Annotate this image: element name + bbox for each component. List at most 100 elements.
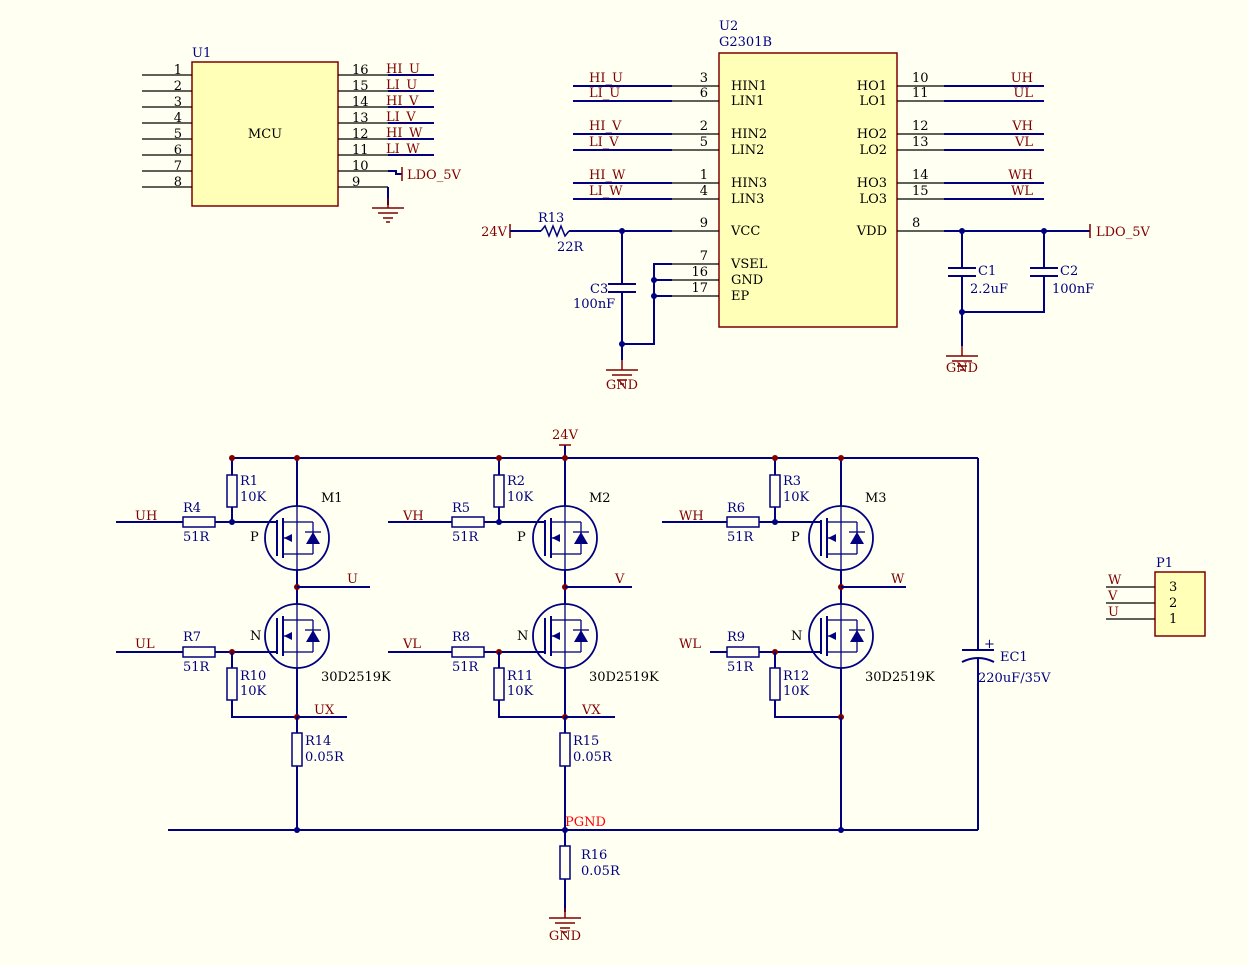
ground-icon: [606, 360, 638, 385]
u1-ldo-label: LDO_5V: [407, 168, 461, 183]
phase-lo-input-label: VL: [402, 637, 421, 652]
c3-ref: C3: [590, 282, 608, 297]
ec1-ref: EC1: [1000, 650, 1028, 665]
rpd-ref: R11: [507, 669, 533, 684]
u2-net-label: WH: [1008, 168, 1033, 183]
rg-lo-resistor: [182, 646, 216, 658]
rg-hi-value: 51R: [727, 530, 755, 545]
c1-value: 2.2uF: [970, 282, 1008, 297]
mosfet-arrow: [552, 534, 560, 542]
resistor-body: [769, 474, 781, 508]
rg-lo-value: 51R: [727, 660, 755, 675]
mosfet-arrow: [552, 632, 560, 640]
r16-resistor: [559, 845, 571, 880]
rg-lo-ref: R9: [727, 630, 745, 645]
u2-ldo-label: LDO_5V: [1096, 225, 1150, 240]
bridge-24v-label: 24V: [552, 428, 579, 443]
u2-pin-name: LIN2: [731, 143, 764, 158]
u2-pin-name: LIN3: [731, 192, 764, 207]
rg-hi-ref: R5: [452, 501, 470, 516]
p1-ref: P1: [1156, 556, 1173, 571]
u1-pin-number-left: 8: [174, 175, 182, 190]
u1-net-label: LI_W: [386, 142, 420, 157]
wire: [962, 276, 1045, 313]
u2-pin-name: VCC: [730, 224, 760, 239]
rpd-value: 10K: [783, 684, 810, 699]
rg-lo-ref: R8: [452, 630, 470, 645]
u2-designator: U2: [719, 19, 738, 34]
resistor-body: [726, 646, 760, 658]
u2-24v-label: 24V: [481, 225, 508, 240]
diode-icon: [306, 630, 320, 642]
rpd-ref: R10: [240, 669, 266, 684]
resistor-body: [493, 667, 505, 701]
u1-pin-number-right: 9: [352, 175, 360, 190]
u2-pin-name: LO2: [859, 143, 887, 158]
u2-pin-number: 16: [691, 265, 708, 280]
rg-lo-value: 51R: [452, 660, 480, 675]
mos-n-tag: N: [517, 629, 528, 644]
p1-pin-number: 2: [1169, 596, 1177, 611]
mosfet-p-icon: [808, 505, 874, 571]
rpd-value: 10K: [507, 684, 534, 699]
mos-n-tag: N: [250, 629, 261, 644]
mosfet-n-icon: [808, 603, 874, 669]
rg-lo-resistor: [451, 646, 485, 658]
mos-ref: M3: [865, 491, 887, 506]
diode-icon: [850, 532, 864, 544]
junction-dot: [562, 455, 568, 461]
mos-p-tag: P: [517, 530, 526, 545]
u2-pin-name: VDD: [856, 224, 887, 239]
u2-net-label: VL: [1014, 135, 1033, 150]
mosfet-arrow: [828, 534, 836, 542]
u1-pin-number-right: 13: [352, 111, 369, 126]
rg-hi-value: 51R: [452, 530, 480, 545]
u2-pin-number: 5: [700, 135, 708, 150]
gnd-label: GND: [946, 361, 978, 376]
r16-value: 0.05R: [581, 864, 621, 879]
u2-pin-name: LO3: [859, 192, 887, 207]
u2-net-label: UL: [1013, 86, 1033, 101]
u2-pin-name: HO3: [857, 176, 887, 191]
phase-out-label: U: [347, 572, 358, 587]
rg-lo-value: 51R: [183, 660, 211, 675]
u1-pin-number-left: 7: [174, 159, 182, 174]
mos-part: 30D2519K: [589, 670, 659, 685]
junction-dot: [294, 827, 300, 833]
rg-hi-ref: R6: [727, 501, 745, 516]
wire: [498, 700, 565, 718]
phase-sense-label: UX: [314, 703, 335, 718]
u2-net-label: LI_V: [589, 135, 619, 150]
u1-net-label: LI_U: [386, 78, 417, 93]
u2-net-label: HI_W: [589, 168, 626, 183]
rpu-resistor: [769, 474, 781, 508]
rg-hi-resistor: [182, 516, 216, 528]
phase-hi-input-label: VH: [402, 509, 424, 524]
rpu-value: 10K: [507, 490, 534, 505]
p1-body: [1154, 571, 1206, 637]
u2-pin-number: 14: [912, 168, 929, 183]
rg-hi-resistor: [726, 516, 760, 528]
u2-pin-number: 8: [912, 216, 920, 231]
rg-hi-value: 51R: [183, 530, 211, 545]
ldo-wire: [388, 170, 402, 175]
mos-part: 30D2519K: [865, 670, 935, 685]
u1-pin-number-right: 15: [352, 79, 369, 94]
vsel-wire: [622, 263, 672, 345]
u1-name: MCU: [248, 127, 282, 142]
r15-ref: R15: [573, 734, 599, 749]
p1-pin-number: 1: [1169, 612, 1177, 627]
resistor-body: [769, 667, 781, 701]
u1-pin-number-left: 6: [174, 143, 182, 158]
mosfet-p-icon: [532, 505, 598, 571]
mosfet-n-icon: [264, 603, 330, 669]
u2-pin-name: HIN2: [731, 127, 767, 142]
rpu-value: 10K: [783, 490, 810, 505]
phase-lo-input-label: WL: [679, 637, 701, 652]
u2-pin-number: 7: [700, 249, 708, 264]
mos-ref: M1: [321, 491, 343, 506]
u1-net-label: HI_V: [386, 94, 419, 109]
junction-dot: [838, 455, 844, 461]
resistor-body: [559, 732, 571, 767]
